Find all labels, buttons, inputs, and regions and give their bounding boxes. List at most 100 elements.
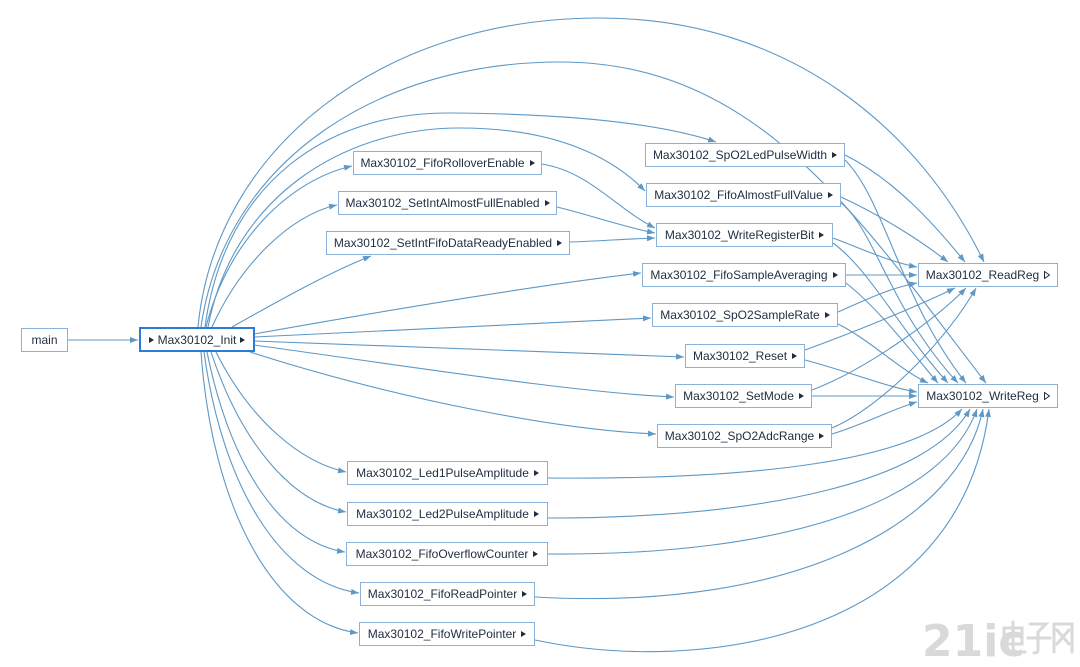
edge-spo2samplerate-to-writereg bbox=[837, 323, 929, 384]
expand-right-icon[interactable] bbox=[832, 152, 838, 158]
edge-fifoalmostfullvalue-to-writereg bbox=[840, 202, 959, 384]
edge-fiforolloverenable-to-writeregisterbit bbox=[541, 163, 656, 229]
expand-right-icon[interactable] bbox=[533, 470, 539, 476]
node-max30102-fifo-read-pointer[interactable]: Max30102_FifoReadPointer bbox=[360, 582, 535, 606]
node-label: Max30102_SpO2SampleRate bbox=[660, 308, 820, 322]
node-max30102-spo2-adc-range[interactable]: Max30102_SpO2AdcRange bbox=[657, 424, 832, 448]
node-max30102-led1-pulse-amplitude[interactable]: Max30102_Led1PulseAmplitude bbox=[347, 461, 548, 485]
node-max30102-set-mode[interactable]: Max30102_SetMode bbox=[675, 384, 812, 408]
edge-setmode-to-readreg bbox=[811, 287, 967, 391]
edge-init-to-setintalmostfullenabled bbox=[211, 203, 338, 328]
edge-reset-to-writereg bbox=[804, 359, 918, 394]
watermark-brand: 21ic bbox=[922, 616, 1024, 666]
expand-right-icon[interactable] bbox=[557, 240, 563, 246]
node-max30102-read-reg[interactable]: Max30102_ReadReg bbox=[918, 263, 1058, 287]
node-label: Max30102_Led2PulseAmplitude bbox=[356, 507, 529, 521]
edge-init-to-writereg bbox=[200, 61, 987, 384]
node-label: Max30102_ReadReg bbox=[925, 268, 1040, 282]
node-label: Max30102_Init bbox=[157, 332, 237, 347]
edge-init-to-fifooverflowcounter bbox=[206, 351, 346, 554]
expand-right-icon[interactable] bbox=[533, 551, 539, 557]
edge-led1pulseamplitude-to-writereg bbox=[547, 408, 963, 479]
node-max30102-fifo-write-pointer[interactable]: Max30102_FifoWritePointer bbox=[359, 622, 535, 646]
edge-init-to-spo2adcrange bbox=[249, 351, 657, 437]
node-label: Max30102_SpO2AdcRange bbox=[664, 429, 815, 443]
node-label: Max30102_FifoOverflowCounter bbox=[355, 547, 529, 561]
expand-right-icon[interactable] bbox=[792, 353, 798, 359]
edge-setintalmostfullenabled-to-writeregisterbit bbox=[556, 206, 656, 235]
edge-init-to-led2pulseamplitude bbox=[210, 351, 347, 514]
node-label: Max30102_FifoWritePointer bbox=[367, 627, 517, 641]
expand-right-icon[interactable] bbox=[819, 433, 825, 439]
expand-right-icon[interactable] bbox=[529, 160, 535, 166]
expand-right-icon[interactable] bbox=[824, 312, 830, 318]
expand-right-icon[interactable] bbox=[819, 232, 825, 238]
expand-right-icon[interactable] bbox=[521, 631, 527, 637]
node-max30102-fifo-almost-full-value[interactable]: Max30102_FifoAlmostFullValue bbox=[646, 183, 841, 207]
edge-writeregisterbit-to-writereg bbox=[832, 242, 949, 384]
node-label: Max30102_FifoReadPointer bbox=[367, 587, 518, 601]
watermark-logo: 21ic bbox=[922, 616, 1074, 666]
node-max30102-led2-pulse-amplitude[interactable]: Max30102_Led2PulseAmplitude bbox=[347, 502, 548, 526]
node-label: Max30102_WriteReg bbox=[926, 389, 1039, 403]
edge-init-to-fifowritepointer bbox=[200, 351, 359, 635]
node-label: Max30102_SetIntFifoDataReadyEnabled bbox=[333, 236, 553, 250]
expand-right-icon[interactable] bbox=[148, 336, 154, 343]
node-max30102-write-register-bit[interactable]: Max30102_WriteRegisterBit bbox=[656, 223, 833, 247]
edge-init-to-fiforeadpointer bbox=[203, 351, 360, 595]
expand-right-icon[interactable] bbox=[533, 511, 539, 517]
expand-right-icon[interactable] bbox=[832, 272, 838, 278]
node-max30102-spo2-sample-rate[interactable]: Max30102_SpO2SampleRate bbox=[652, 303, 838, 327]
edge-init-to-fifosampleaveraging bbox=[253, 270, 642, 335]
node-label: Max30102_SetMode bbox=[683, 389, 794, 403]
edge-init-to-fifoalmostfullvalue bbox=[207, 127, 646, 328]
expand-right-icon[interactable] bbox=[240, 336, 246, 343]
node-label: Max30102_Led1PulseAmplitude bbox=[356, 466, 529, 480]
expand-right-icon[interactable] bbox=[522, 591, 528, 597]
node-max30102-set-int-fifo-data-ready-enabled[interactable]: Max30102_SetIntFifoDataReadyEnabled bbox=[326, 231, 570, 255]
edge-init-to-setmode bbox=[253, 344, 675, 400]
edge-init-to-fiforolloverenable bbox=[205, 164, 353, 328]
node-max30102-reset[interactable]: Max30102_Reset bbox=[685, 344, 805, 368]
edge-spo2samplerate-to-readreg bbox=[837, 281, 918, 313]
edge-init-to-spo2samplerate bbox=[253, 315, 652, 338]
edge-fifoalmostfullvalue-to-readreg bbox=[840, 196, 949, 263]
hollow-arrow-icon[interactable] bbox=[1044, 271, 1051, 279]
edge-fiforeadpointer-to-writereg bbox=[534, 408, 985, 600]
edge-setintfifodatareadyenabled-to-writeregisterbit bbox=[569, 235, 656, 243]
edge-init-to-spo2ledpulsewidth bbox=[204, 112, 717, 328]
node-max30102-fifo-rollover-enable[interactable]: Max30102_FifoRolloverEnable bbox=[353, 151, 542, 175]
node-label: Max30102_Reset bbox=[692, 349, 788, 363]
node-max30102-spo2-led-pulse-width[interactable]: Max30102_SpO2LedPulseWidth bbox=[645, 143, 845, 167]
expand-right-icon[interactable] bbox=[544, 200, 550, 206]
edge-fifooverflowcounter-to-writereg bbox=[547, 408, 978, 555]
node-max30102-fifo-overflow-counter[interactable]: Max30102_FifoOverflowCounter bbox=[346, 542, 548, 566]
edge-led2pulseamplitude-to-writereg bbox=[547, 408, 971, 519]
node-label: main bbox=[31, 333, 58, 347]
node-max30102-init[interactable]: Max30102_Init bbox=[139, 327, 255, 352]
edge-spo2adcrange-to-writereg bbox=[831, 401, 918, 435]
node-max30102-fifo-sample-averaging[interactable]: Max30102_FifoSampleAveraging bbox=[642, 263, 846, 287]
node-max30102-write-reg[interactable]: Max30102_WriteReg bbox=[918, 384, 1058, 408]
node-main[interactable]: main bbox=[21, 328, 68, 352]
expand-right-icon[interactable] bbox=[827, 192, 833, 198]
node-label: Max30102_FifoRolloverEnable bbox=[360, 156, 525, 170]
node-max30102-set-int-almost-full-enabled[interactable]: Max30102_SetIntAlmostFullEnabled bbox=[338, 191, 557, 215]
edge-init-to-led1pulseamplitude bbox=[215, 351, 347, 474]
node-label: Max30102_FifoSampleAveraging bbox=[650, 268, 828, 282]
edge-fifosampleaveraging-to-writereg bbox=[845, 282, 939, 384]
edge-spo2ledpulsewidth-to-writereg bbox=[844, 159, 967, 384]
node-label: Max30102_SpO2LedPulseWidth bbox=[652, 148, 828, 162]
node-label: Max30102_FifoAlmostFullValue bbox=[654, 188, 823, 202]
edge-fifowritepointer-to-writereg bbox=[534, 408, 991, 653]
node-label: Max30102_SetIntAlmostFullEnabled bbox=[345, 196, 540, 210]
expand-right-icon[interactable] bbox=[798, 393, 804, 399]
edge-spo2ledpulsewidth-to-readreg bbox=[844, 154, 966, 263]
watermark-cn-glyphs bbox=[1002, 620, 1074, 655]
node-label: Max30102_WriteRegisterBit bbox=[664, 228, 815, 242]
edge-reset-to-readreg bbox=[804, 287, 956, 351]
edge-spo2adcrange-to-readreg bbox=[831, 287, 977, 429]
hollow-arrow-icon[interactable] bbox=[1043, 392, 1050, 400]
